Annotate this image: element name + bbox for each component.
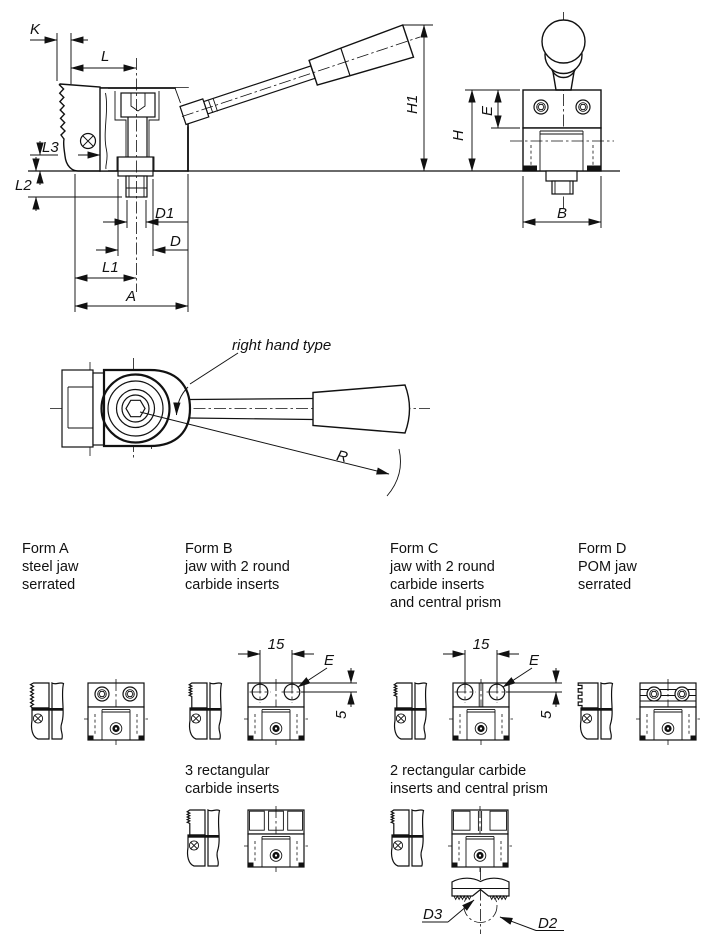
- top-body: [102, 368, 192, 448]
- form-b-desc-1: jaw with 2 round: [184, 559, 290, 575]
- dim-d2: D2: [538, 915, 558, 932]
- dim-h1: H1: [404, 95, 421, 114]
- dim-a: A: [125, 288, 136, 305]
- dim-k: K: [30, 21, 41, 38]
- cam-outer: [100, 373, 171, 444]
- handle-axis: [181, 36, 421, 117]
- form-c-title: Form C: [390, 541, 438, 557]
- top-handle-grip: [312, 384, 411, 434]
- dim-pitch-c: 15: [473, 636, 490, 653]
- form-c-desc-2: carbide inserts: [390, 577, 484, 593]
- form-c-desc-1: jaw with 2 round: [389, 559, 495, 575]
- side-dimensions: H E B: [450, 89, 602, 228]
- form-b-dimensions: 15 E 5: [238, 636, 357, 719]
- form-c-variant-drawing: [391, 805, 513, 873]
- form-d-title: Form D: [578, 541, 626, 557]
- jaw-top-detail: [451, 877, 510, 897]
- dim-r: R: [335, 447, 350, 466]
- form-c-dimensions: 15 E 5: [443, 636, 562, 719]
- dim-l: L: [101, 48, 109, 65]
- form-headers: Form A steel jaw serrated Form B jaw wit…: [22, 541, 637, 611]
- dim-b: B: [557, 205, 567, 222]
- top-view: right hand type R: [50, 337, 430, 497]
- variant-b-line-2: carbide inserts: [185, 781, 279, 797]
- dim-insert-c: E: [529, 652, 540, 669]
- variant-c-line-1: 2 rectangular carbide: [390, 763, 526, 779]
- dim-e: E: [479, 105, 496, 116]
- form-b-variant-drawing: [187, 805, 309, 873]
- hex-socket: [125, 399, 146, 418]
- dim-pitch-b: 15: [268, 636, 285, 653]
- dim-l2: L2: [15, 177, 32, 194]
- variant-b-line-1: 3 rectangular: [185, 763, 270, 779]
- dim-d: D: [170, 233, 181, 250]
- dim-d1: D1: [155, 205, 174, 222]
- dim-l3: L3: [42, 139, 59, 156]
- dim-l1: L1: [102, 259, 119, 276]
- cap-screw-head: [120, 92, 156, 118]
- serrated-jaw-section: [58, 83, 101, 172]
- main-dimensions: K L L3 L2 D1 D L1 A H1: [15, 21, 433, 312]
- form-b-desc-2: carbide inserts: [185, 577, 279, 593]
- dim-h: H: [450, 130, 467, 141]
- form-c-desc-3: and central prism: [390, 595, 501, 611]
- form-a-desc-2: serrated: [22, 577, 75, 593]
- form-c-drawing: 15 E 5: [394, 636, 562, 746]
- form-d-drawing: [578, 678, 701, 746]
- dim-depth-b: 5: [333, 710, 350, 719]
- main-section-view: K L L3 L2 D1 D L1 A H1: [15, 21, 620, 312]
- form-b-drawing: 15 E 5: [189, 636, 357, 746]
- dim-d3: D3: [423, 906, 443, 923]
- side-stud: [551, 180, 574, 195]
- form-b-title: Form B: [185, 541, 233, 557]
- variant-labels: 3 rectangular carbide inserts 2 rectangu…: [185, 763, 548, 797]
- dim-depth-c: 5: [538, 710, 555, 719]
- form-a-title: Form A: [22, 541, 69, 557]
- handle-grip: [308, 24, 415, 86]
- jaw-screw-left: [533, 99, 549, 115]
- jaw-detail-view: D3 D2: [422, 868, 564, 934]
- screw-collar: [117, 156, 154, 177]
- form-d-desc-2: serrated: [578, 577, 631, 593]
- dim-insert-b: E: [324, 652, 335, 669]
- form-a-desc-1: steel jaw: [22, 559, 79, 575]
- handle-shaft: [202, 65, 316, 115]
- handle-knob: [541, 19, 586, 64]
- form-d-desc-1: POM jaw: [578, 559, 637, 575]
- top-handle-shaft: [188, 397, 314, 421]
- form-a-drawing: [31, 678, 149, 746]
- variant-c-line-2: inserts and central prism: [390, 781, 548, 797]
- cam-contact-line: [104, 92, 108, 170]
- side-view: H E B: [450, 12, 614, 228]
- handle-collar: [179, 98, 210, 126]
- annotation-right-hand-type: right hand type: [232, 337, 331, 354]
- side-body: [522, 127, 602, 172]
- jaw-screw-right: [575, 99, 591, 115]
- top-jaw-block: [61, 369, 94, 448]
